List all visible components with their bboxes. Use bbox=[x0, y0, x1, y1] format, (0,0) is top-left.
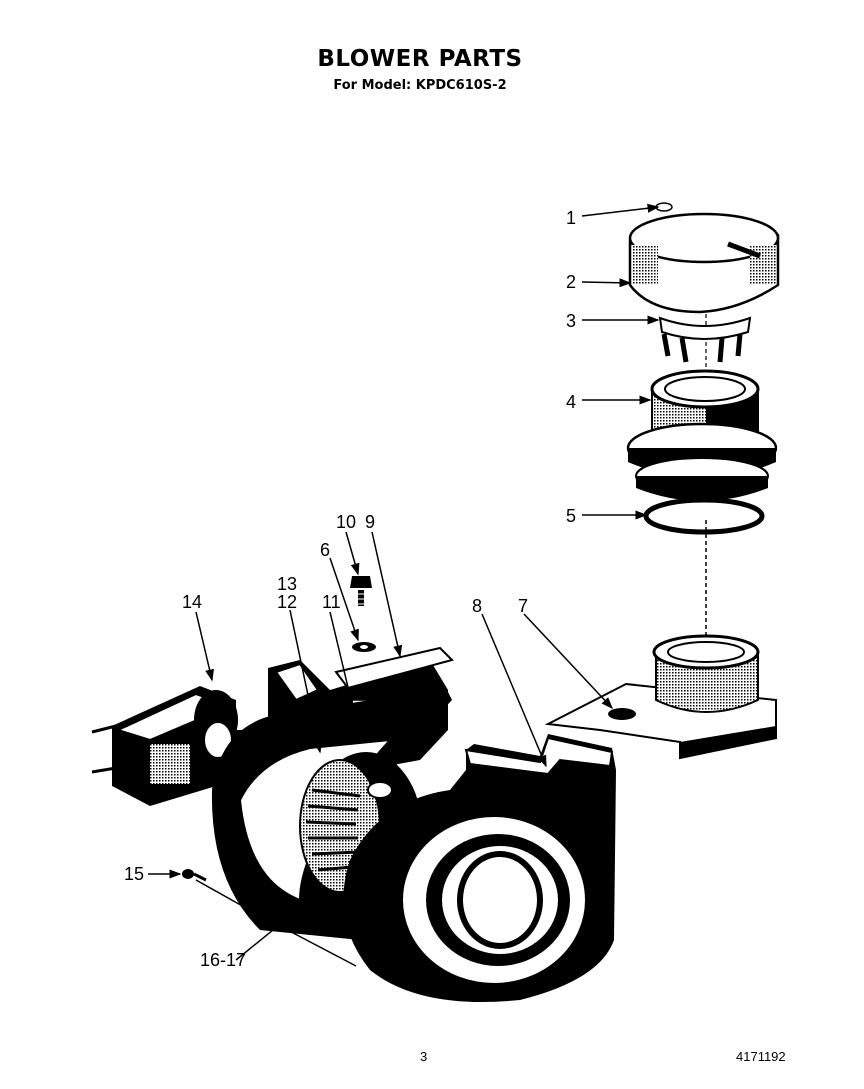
callout-1: 1 bbox=[566, 208, 576, 228]
callout-4: 4 bbox=[566, 392, 576, 412]
blower-housing-front bbox=[343, 734, 616, 1002]
callout-2: 2 bbox=[566, 272, 576, 292]
callout-11: 11 bbox=[322, 592, 341, 612]
cap-part bbox=[628, 202, 780, 314]
screw-part bbox=[350, 576, 372, 606]
document-number: 4171192 bbox=[736, 1049, 786, 1064]
callout-5: 5 bbox=[566, 506, 576, 526]
leader-lines bbox=[148, 203, 660, 967]
callout-16-17: 16-17 bbox=[200, 950, 246, 970]
callout-14: 14 bbox=[182, 592, 202, 612]
callout-10: 10 bbox=[336, 512, 356, 532]
callout-13: 13 bbox=[277, 574, 297, 594]
page-number: 3 bbox=[420, 1049, 428, 1064]
callout-7: 7 bbox=[518, 596, 528, 616]
gasket-ring-part bbox=[643, 497, 765, 535]
callout-3: 3 bbox=[566, 311, 576, 331]
mounting-plate-part bbox=[544, 634, 777, 760]
callout-9: 9 bbox=[365, 512, 375, 532]
callout-8: 8 bbox=[472, 596, 482, 616]
small-screw-part bbox=[182, 869, 207, 882]
callout-6: 6 bbox=[320, 540, 330, 560]
clip-ring-part bbox=[658, 316, 752, 363]
callout-15: 15 bbox=[124, 864, 144, 884]
model-subtitle: For Model: KPDC610S-2 bbox=[333, 78, 507, 93]
page-title: BLOWER PARTS bbox=[317, 46, 523, 72]
bearing-housing-part bbox=[626, 369, 778, 501]
callout-12: 12 bbox=[277, 592, 297, 612]
washer-part bbox=[352, 642, 376, 652]
